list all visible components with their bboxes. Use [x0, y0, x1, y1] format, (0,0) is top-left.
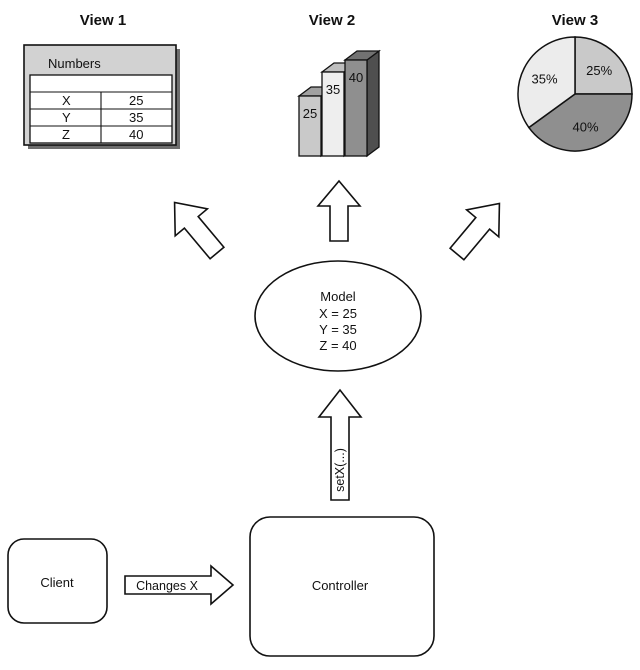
- changes-x-label: Changes X: [136, 579, 199, 593]
- bar-side: [366, 49, 380, 158]
- bar-value-label: 40: [349, 70, 363, 85]
- pie-slice-label: 40%: [573, 120, 599, 135]
- view1-table: Numbers X 25 Y 35 Z 40: [23, 44, 180, 149]
- arrow-to-view2: [316, 179, 362, 242]
- pie-slice-label: 35%: [532, 71, 558, 86]
- bar: 40: [343, 49, 381, 158]
- client-box: [7, 538, 108, 624]
- view3-pie-chart: 25% 40% 35%: [517, 36, 633, 152]
- setx-arrow: [317, 388, 363, 501]
- table-row-label: X: [62, 93, 71, 108]
- pie-slice: [517, 36, 576, 129]
- arrow-to-view1: [173, 201, 226, 260]
- table-row-label: Y: [62, 110, 71, 125]
- changes-x-arrow: [124, 564, 235, 606]
- table-row-value: 35: [129, 110, 143, 125]
- setx-label: setX(...): [333, 448, 347, 492]
- pie-slice-label: 25%: [586, 63, 612, 78]
- arrow-to-view3: [448, 202, 501, 261]
- view1-title: View 1: [80, 12, 126, 29]
- bar-value-label: 35: [326, 82, 340, 97]
- table-row-value: 25: [129, 93, 143, 108]
- bar-front: [344, 59, 368, 157]
- bar-value-label: 25: [303, 106, 317, 121]
- view2-bar-chart: 25 35 40: [297, 49, 381, 158]
- table-row-label: Z: [62, 127, 70, 142]
- controller-box: [249, 516, 435, 657]
- model-x-value: X = 25: [319, 306, 357, 321]
- table-row-value: 40: [129, 127, 143, 142]
- controller-label: Controller: [312, 578, 369, 593]
- model-z-value: Z = 40: [319, 338, 356, 353]
- bar-front: [321, 71, 345, 157]
- client-label: Client: [40, 575, 74, 590]
- table-header: Numbers: [48, 56, 101, 71]
- pie-slice: [527, 93, 633, 152]
- view2-title: View 2: [309, 12, 355, 29]
- model-y-value: Y = 35: [319, 322, 357, 337]
- model-title: Model: [320, 289, 356, 304]
- view3-title: View 3: [552, 12, 598, 29]
- bar-front: [298, 95, 322, 157]
- model-ellipse: [254, 260, 422, 372]
- pie-slice: [574, 36, 633, 95]
